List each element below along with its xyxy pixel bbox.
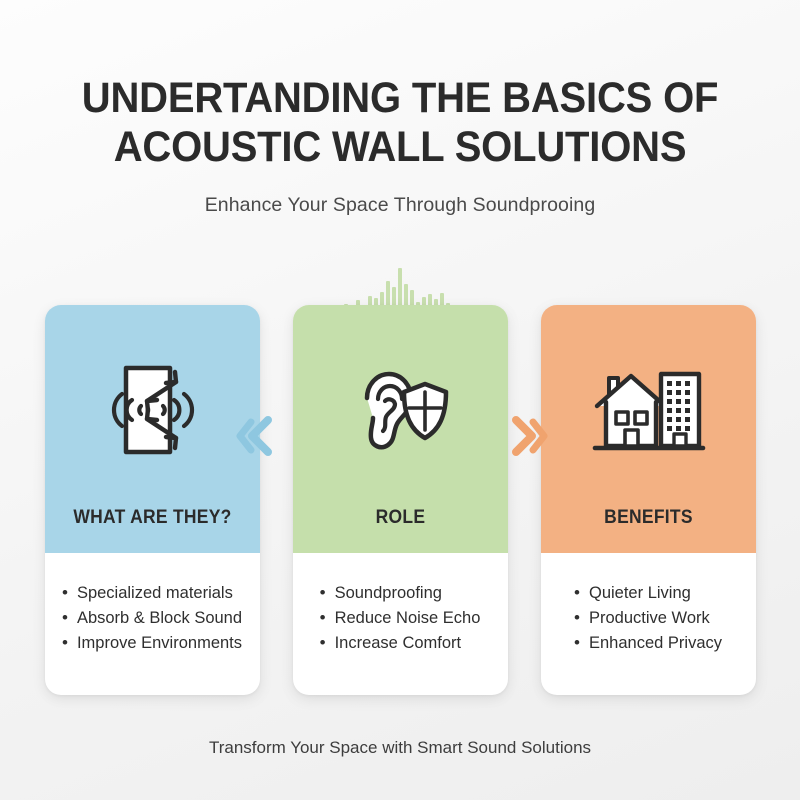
chevron-right-connector — [508, 410, 548, 462]
card-title-what-are-they: WHAT ARE THEY? — [72, 507, 232, 528]
footer-tagline: Transform Your Space with Smart Sound So… — [208, 738, 592, 757]
bullet-list-role: Soundproofing Reduce Noise Echo Increase… — [320, 580, 481, 695]
card-body-benefits: Quieter Living Productive Work Enhanced … — [541, 553, 756, 695]
cards-row: WHAT ARE THEY? Specialized materials Abs… — [0, 305, 800, 695]
list-item: Enhanced Privacy — [574, 630, 722, 656]
header: UNDERTANDING THE BASICS OF ACOUSTIC WALL… — [0, 0, 800, 217]
house-building-icon — [589, 355, 707, 465]
bullet-list-what-are-they: Specialized materials Absorb & Block Sou… — [62, 580, 242, 695]
page-title-line-2: ACOUSTIC WALL SOLUTIONS — [113, 123, 687, 171]
waveform-bar-10 — [398, 268, 402, 314]
card-body-role: Soundproofing Reduce Noise Echo Increase… — [293, 553, 508, 695]
card-role[interactable]: ROLE Soundproofing Reduce Noise Echo Inc… — [292, 305, 508, 695]
list-item: Increase Comfort — [320, 630, 481, 656]
waveform-bar-17 — [440, 293, 444, 314]
card-title-benefits: BENEFITS — [603, 507, 693, 528]
bullet-list-benefits: Quieter Living Productive Work Enhanced … — [574, 580, 722, 695]
list-item: Reduce Noise Echo — [320, 605, 481, 631]
list-item: Specialized materials — [62, 580, 242, 606]
page-title: UNDERTANDING THE BASICS OF ACOUSTIC WALL… — [28, 74, 772, 172]
list-item: Absorb & Block Sound — [62, 605, 242, 631]
list-item: Soundproofing — [320, 580, 481, 606]
waveform-bar-9 — [392, 287, 396, 314]
waveform-bar-15 — [428, 294, 432, 314]
chevron-left-connector — [236, 410, 276, 462]
waveform-bar-12 — [410, 290, 414, 314]
card-header-role: ROLE — [292, 305, 508, 553]
card-benefits[interactable]: BENEFITS Quieter Living Productive Work … — [540, 305, 756, 695]
waveform-bar-7 — [380, 292, 384, 314]
page-title-line-1: UNDERTANDING THE BASICS OF — [81, 74, 719, 122]
card-header-what-are-they: WHAT ARE THEY? — [44, 305, 260, 553]
page-subtitle: Enhance Your Space Through Soundprooing — [204, 194, 596, 216]
list-item: Quieter Living — [574, 580, 722, 606]
card-title-role: ROLE — [375, 507, 425, 528]
acoustic-panel-sound-waves-icon — [100, 355, 204, 465]
ear-shield-icon — [347, 355, 453, 465]
list-item: Productive Work — [574, 605, 722, 631]
list-item: Improve Environments — [62, 630, 242, 656]
waveform-bar-11 — [404, 284, 408, 314]
waveform-bar-8 — [386, 281, 390, 314]
card-header-benefits: BENEFITS — [540, 305, 756, 553]
card-body-what-are-they: Specialized materials Absorb & Block Sou… — [45, 553, 260, 695]
card-what-are-they[interactable]: WHAT ARE THEY? Specialized materials Abs… — [44, 305, 260, 695]
